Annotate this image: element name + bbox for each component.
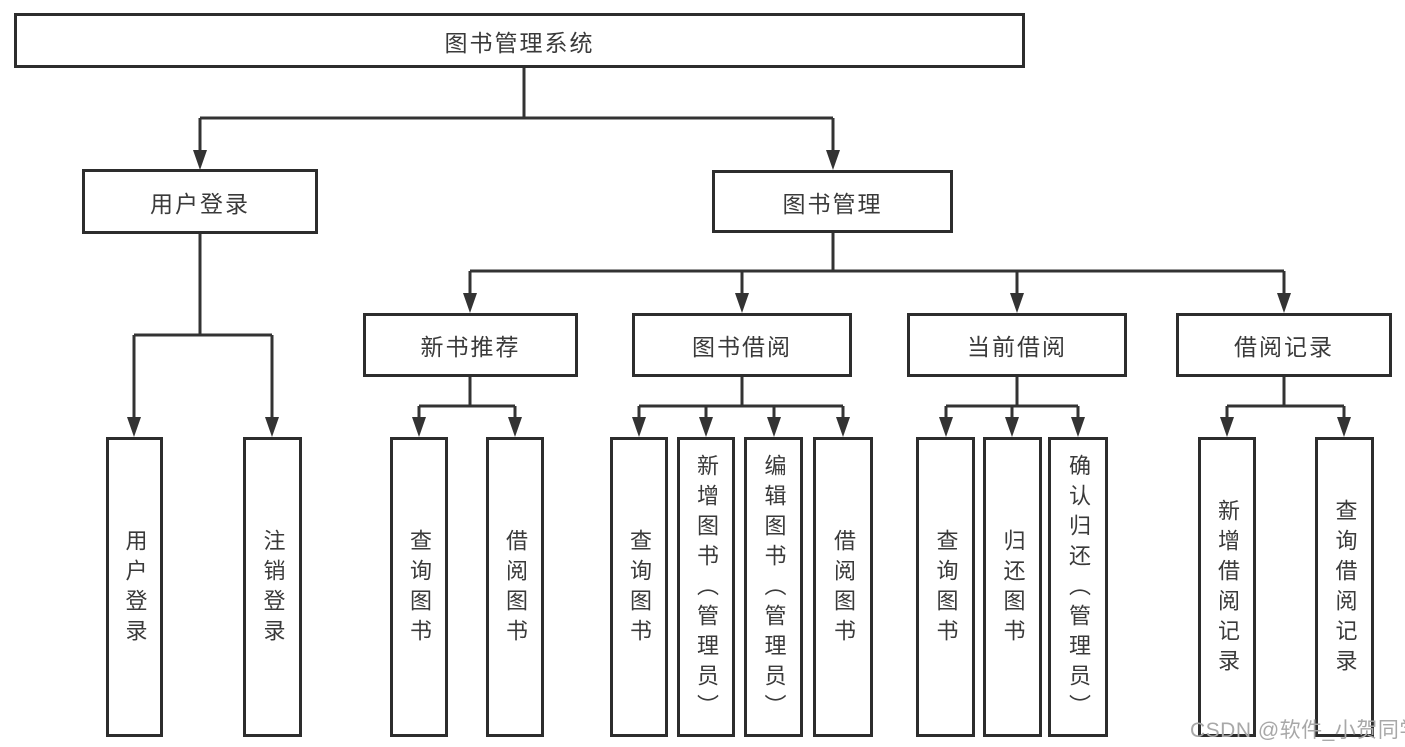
arrowhead: [193, 150, 207, 170]
arrowhead: [265, 417, 279, 437]
leaf-query-books-recommend: 查询图书: [390, 437, 448, 737]
leaf-logout: 注销登录: [243, 437, 302, 737]
leaf-edit-book-admin: 编辑图书（管理员）: [744, 437, 803, 737]
arrowhead: [1277, 293, 1291, 313]
leaf-confirm-return-admin: 确认归还（管理员）: [1048, 437, 1108, 737]
arrowhead: [836, 417, 850, 437]
node-borrow-records: 借阅记录: [1176, 313, 1392, 377]
watermark: CSDN @软件_小贺同学: [1190, 719, 1405, 742]
leaf-user-login: 用户登录: [106, 437, 163, 737]
arrowhead: [767, 417, 781, 437]
arrowhead: [939, 417, 953, 437]
arrowhead: [1337, 417, 1351, 437]
arrowhead: [1220, 417, 1234, 437]
arrowhead: [632, 417, 646, 437]
arrowhead: [463, 293, 477, 313]
leaf-borrow-books-2: 借阅图书: [813, 437, 873, 737]
node-new-book-recommend: 新书推荐: [363, 313, 578, 377]
leaf-return-book: 归还图书: [983, 437, 1042, 737]
arrowhead: [508, 417, 522, 437]
leaf-borrow-books-recommend: 借阅图书: [486, 437, 544, 737]
arrowhead: [1005, 417, 1019, 437]
leaf-query-books-borrow: 查询图书: [610, 437, 668, 737]
arrowhead: [412, 417, 426, 437]
node-system-root: 图书管理系统: [14, 13, 1025, 68]
node-book-management: 图书管理: [712, 170, 953, 233]
arrowhead: [735, 293, 749, 313]
node-book-borrow: 图书借阅: [632, 313, 852, 377]
leaf-query-borrow-record: 查询借阅记录: [1315, 437, 1374, 737]
node-user-login: 用户登录: [82, 169, 318, 234]
leaf-add-borrow-record: 新增借阅记录: [1198, 437, 1256, 737]
node-current-borrow: 当前借阅: [907, 313, 1127, 377]
arrowhead: [699, 417, 713, 437]
leaf-add-book-admin: 新增图书（管理员）: [677, 437, 735, 737]
leaf-query-books-current: 查询图书: [916, 437, 975, 737]
arrowhead: [1010, 293, 1024, 313]
arrowhead: [826, 150, 840, 170]
arrowhead: [127, 417, 141, 437]
arrowhead: [1071, 417, 1085, 437]
